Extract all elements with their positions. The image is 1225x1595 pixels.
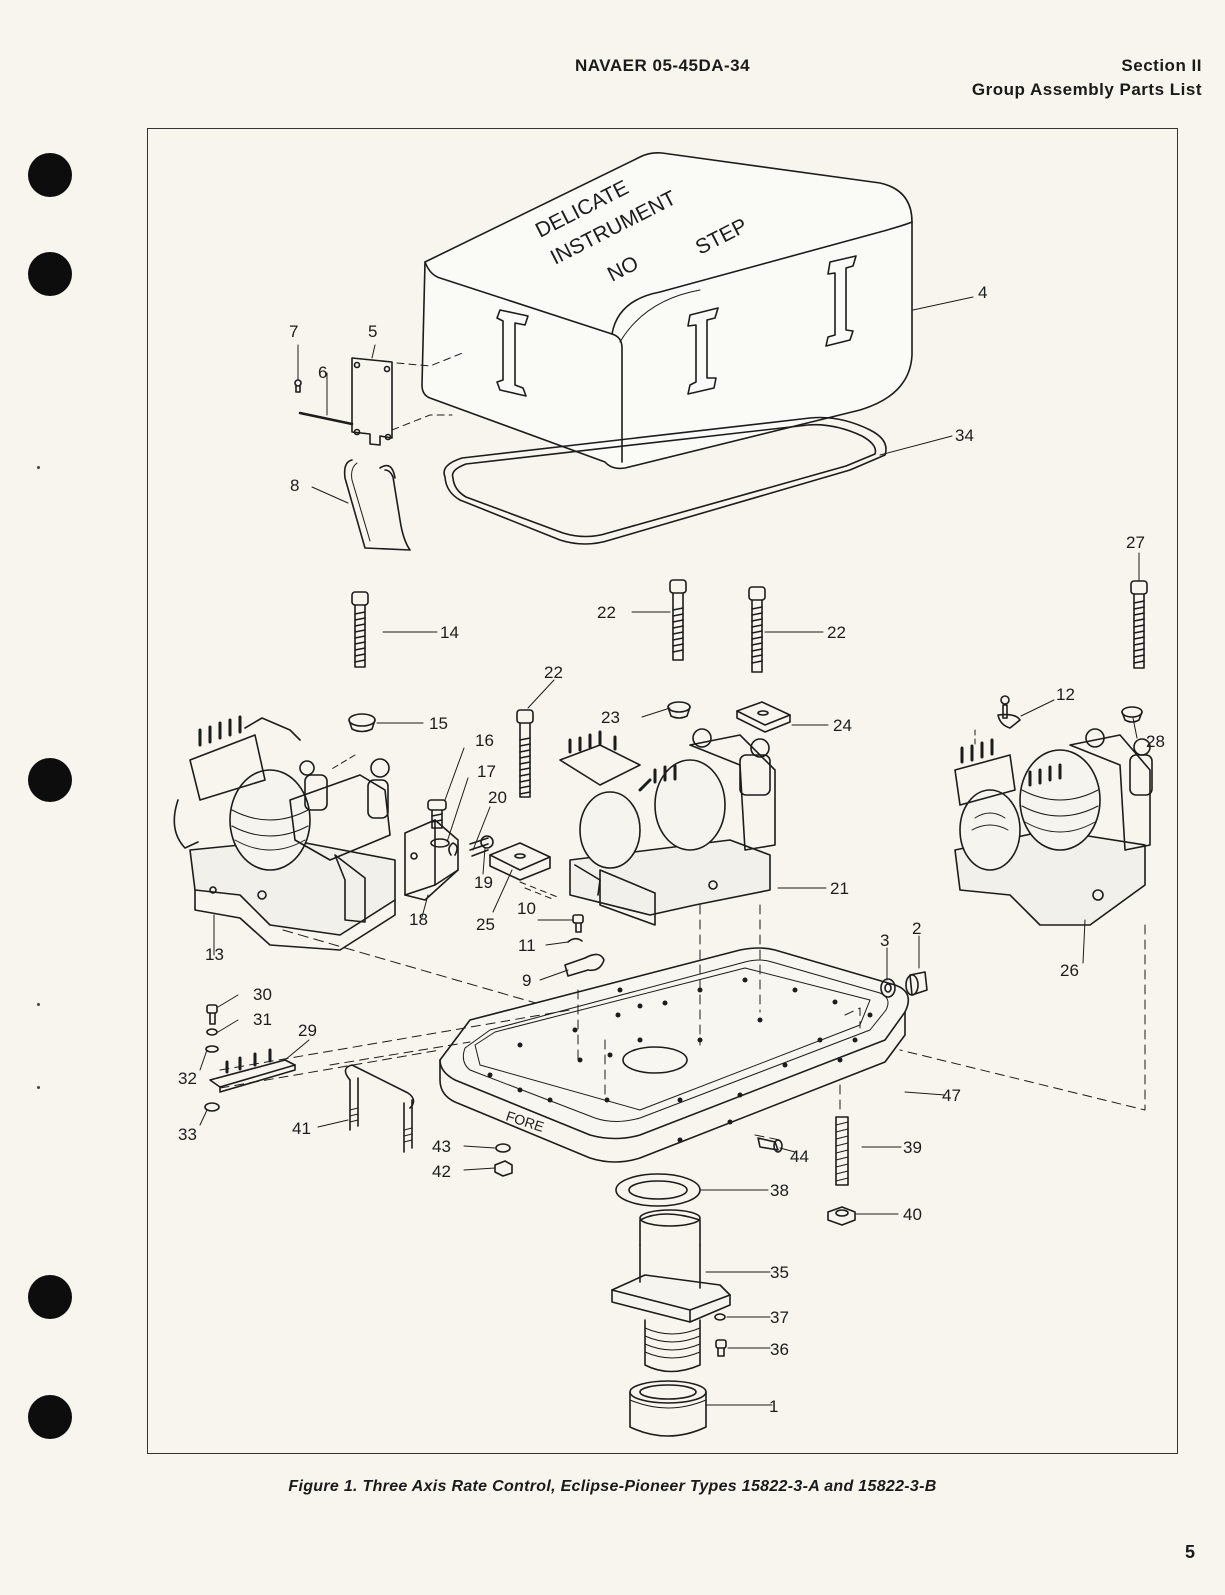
callout-22a: 22	[597, 603, 616, 622]
callout-30: 30	[253, 985, 272, 1004]
callout-27: 27	[1126, 533, 1145, 552]
gyro-assembly-right	[954, 695, 1153, 926]
scan-speck	[37, 466, 40, 469]
callout-9: 9	[522, 971, 531, 990]
callout-labels: 1 2 3 4 5 6 7 8 9 10 11 12 13 14 15 16 1…	[178, 283, 1165, 1416]
callout-18: 18	[409, 910, 428, 929]
callout-10: 10	[517, 899, 536, 918]
callout-36: 36	[770, 1340, 789, 1359]
base-plate: FORE	[439, 947, 910, 1163]
section-title: Group Assembly Parts List	[971, 80, 1202, 99]
connector-gasket	[615, 1173, 701, 1207]
stud-and-nut	[827, 1116, 856, 1226]
callout-24: 24	[833, 716, 852, 735]
callout-14: 14	[440, 623, 459, 642]
instrument-cover: DELICATE INSTRUMENT NO STEP	[421, 152, 913, 470]
callout-44: 44	[790, 1147, 809, 1166]
cable-clamp	[564, 914, 605, 977]
callout-43: 43	[432, 1137, 451, 1156]
callout-11: 11	[518, 936, 536, 955]
callout-23: 23	[601, 708, 620, 727]
callout-3: 3	[880, 931, 889, 950]
leader-lines	[199, 296, 1140, 1406]
document-id: NAVAER 05-45DA-34	[575, 56, 751, 75]
assembly-line	[329, 754, 356, 771]
assembly-line	[282, 929, 561, 1011]
callout-19: 19	[474, 873, 493, 892]
connector	[611, 1209, 731, 1373]
callout-4: 4	[978, 283, 987, 302]
binder-hole	[28, 153, 72, 197]
binder-hole	[28, 252, 72, 296]
callout-40: 40	[903, 1205, 922, 1224]
callout-35: 35	[770, 1263, 789, 1282]
assembly-lines-plate	[219, 904, 1146, 1141]
callout-32: 32	[178, 1069, 197, 1088]
callout-20: 20	[488, 788, 507, 807]
callout-16: 16	[475, 731, 494, 750]
callout-2: 2	[912, 919, 921, 938]
gyro-assembly-center	[559, 728, 776, 926]
fittings	[880, 971, 928, 998]
callout-17: 17	[477, 762, 496, 781]
callout-7: 7	[289, 322, 298, 341]
callout-37: 37	[770, 1308, 789, 1327]
nut-washer-plug	[494, 1137, 783, 1177]
cover-gasket	[443, 416, 887, 545]
callout-15: 15	[429, 714, 448, 733]
lift-handle	[344, 1064, 415, 1153]
callout-8: 8	[290, 476, 299, 495]
figure-frame	[147, 128, 1178, 1454]
callout-39: 39	[903, 1138, 922, 1157]
long-screws	[351, 579, 1148, 798]
scan-speck	[37, 1003, 40, 1006]
dust-cap	[629, 1380, 707, 1437]
callout-1: 1	[769, 1397, 778, 1416]
binder-hole	[28, 1395, 72, 1439]
callout-5: 5	[368, 322, 377, 341]
callout-6: 6	[318, 363, 327, 382]
callout-28: 28	[1146, 732, 1165, 751]
callout-34: 34	[955, 426, 974, 445]
binder-hole	[28, 1275, 72, 1319]
scan-speck	[37, 1086, 40, 1089]
callout-25: 25	[476, 915, 495, 934]
gyro-assembly-left	[173, 715, 396, 951]
callout-42: 42	[432, 1162, 451, 1181]
terminal-strip	[204, 1004, 296, 1112]
callout-33: 33	[178, 1125, 197, 1144]
latch-bracket	[294, 357, 411, 551]
callout-22b: 22	[827, 623, 846, 642]
plate-holes	[487, 977, 873, 1143]
binder-hole	[28, 758, 72, 802]
callout-41: 41	[292, 1119, 311, 1138]
grommets	[348, 701, 1143, 733]
callout-31: 31	[253, 1010, 272, 1029]
callout-21: 21	[830, 879, 849, 898]
callout-26: 26	[1060, 961, 1079, 980]
page-number: 5	[1184, 1542, 1195, 1562]
callout-12: 12	[1056, 685, 1075, 704]
callout-38: 38	[770, 1181, 789, 1200]
assembly-line	[391, 351, 466, 431]
callout-22c: 22	[544, 663, 563, 682]
section-label: Section II	[1121, 56, 1202, 75]
assembly-line	[519, 881, 561, 901]
callout-47: 47	[942, 1086, 961, 1105]
callout-13: 13	[205, 945, 224, 964]
callout-29: 29	[298, 1021, 317, 1040]
figure-caption: Figure 1. Three Axis Rate Control, Eclip…	[288, 1478, 937, 1495]
spacer-block	[489, 842, 551, 881]
